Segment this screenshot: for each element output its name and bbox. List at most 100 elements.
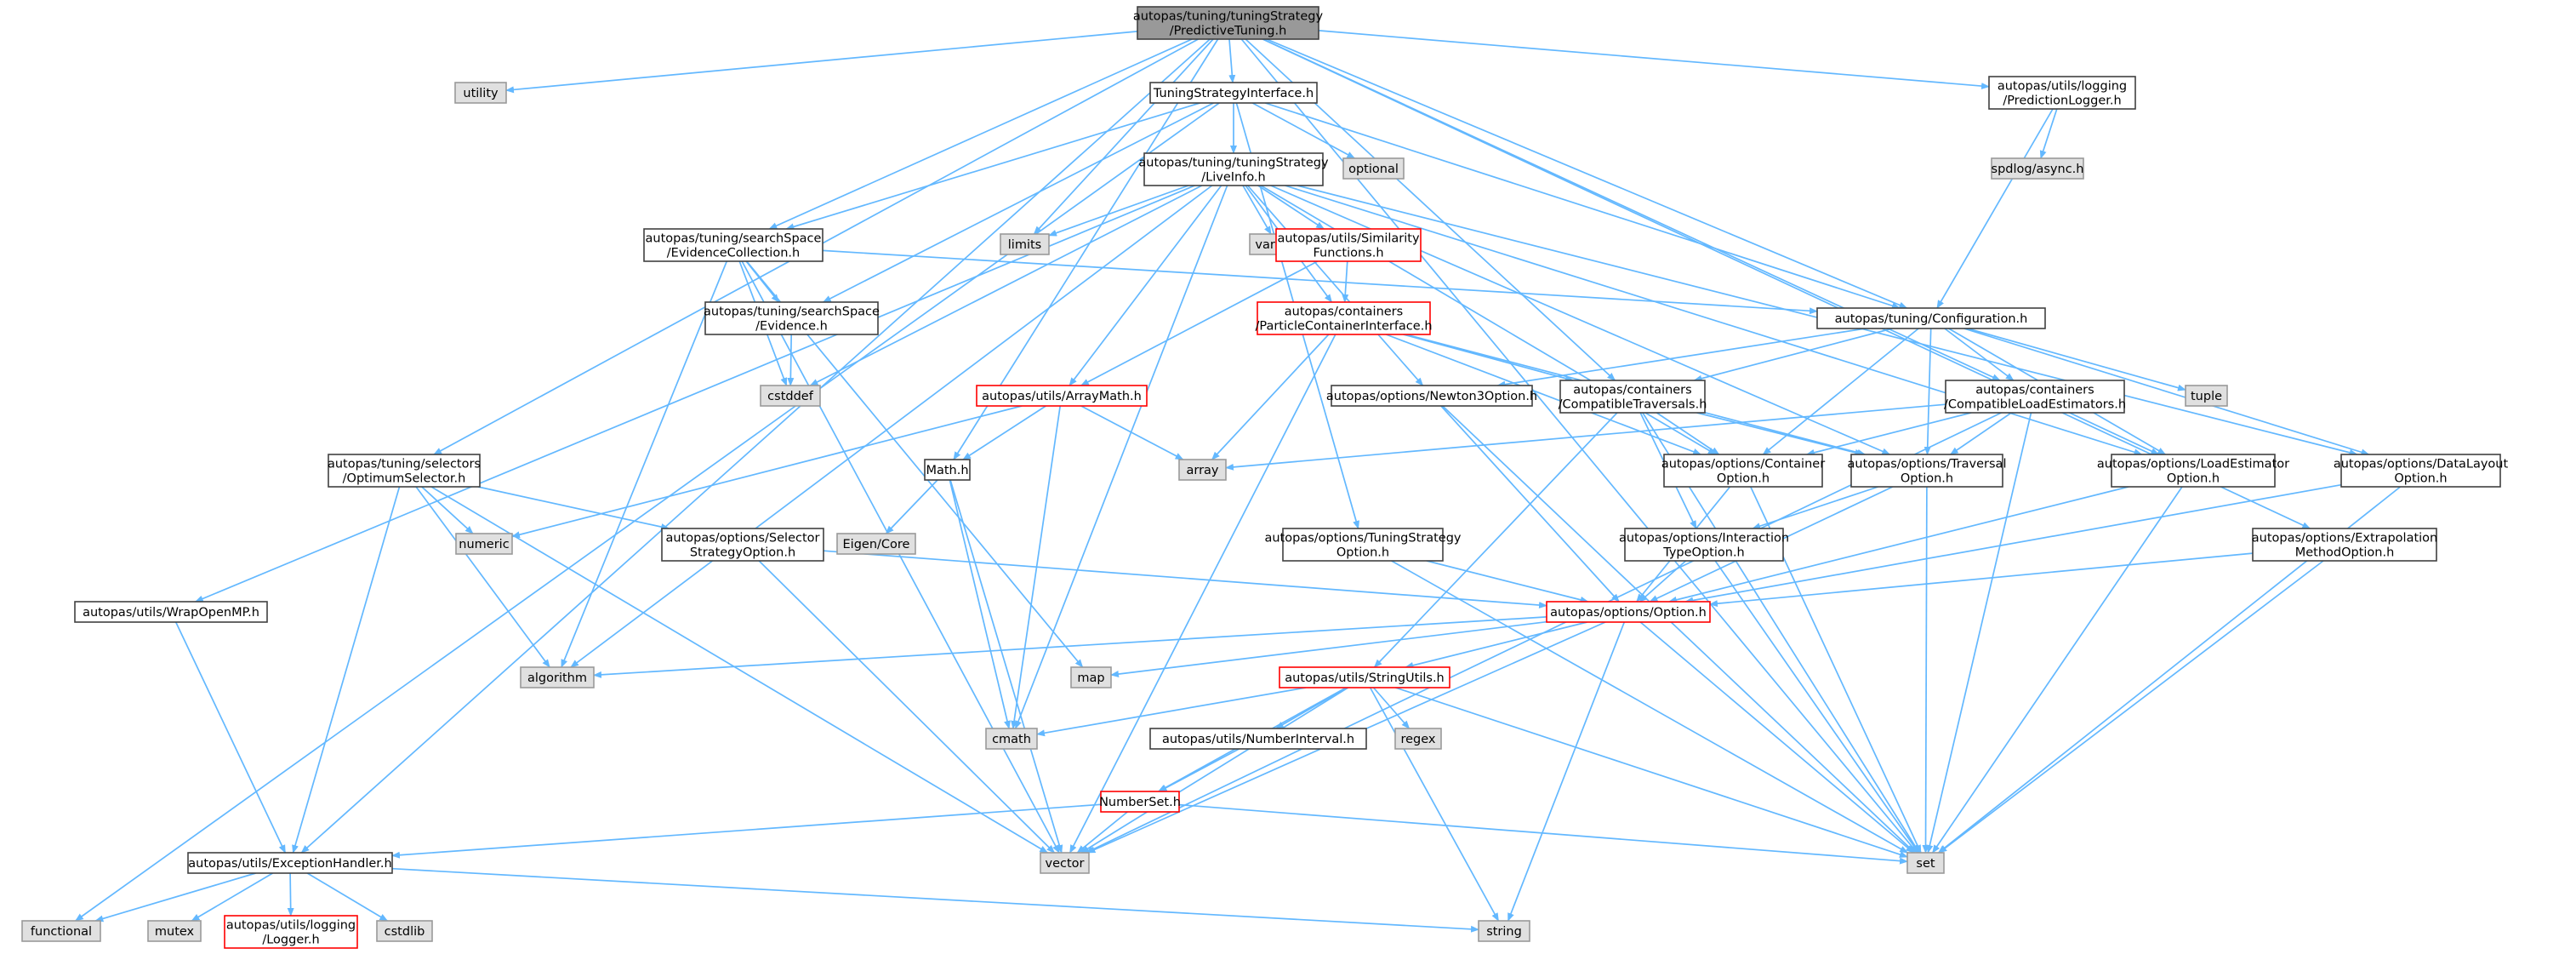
dependency-edge (1426, 560, 1589, 603)
node-newton3[interactable]: autopas/options/Newton3Option.h (1326, 385, 1537, 407)
node-exch[interactable]: autopas/utils/ExceptionHandler.h (187, 852, 393, 874)
node-label: Functions.h (1313, 247, 1383, 260)
node-predlogger[interactable]: autopas/utils/logging/PredictionLogger.h (1988, 76, 2136, 110)
node-evcoll[interactable]: autopas/tuning/searchSpace/EvidenceColle… (643, 228, 824, 262)
dependency-edge (823, 550, 1547, 609)
node-complest[interactable]: autopas/containers/CompatibleLoadEstimat… (1944, 380, 2126, 414)
dependency-edge (511, 405, 1023, 539)
node-label: autopas/tuning/searchSpace (704, 306, 880, 319)
dependency-edge (1949, 412, 2012, 455)
node-wrapomp[interactable]: autopas/utils/WrapOpenMP.h (74, 601, 268, 623)
node-box (1275, 228, 1422, 262)
node-box (187, 852, 393, 874)
node-optsel[interactable]: autopas/tuning/selectors/OptimumSelector… (328, 454, 481, 488)
node-label: utility (463, 87, 499, 100)
dependency-edge (1266, 38, 1908, 309)
node-tsi[interactable]: TuningStrategyInterface.h (1149, 82, 1318, 104)
node-box (1279, 666, 1450, 688)
node-label: autopas/utils/logging (226, 919, 356, 933)
dependency-edge (1262, 38, 2311, 529)
dependency-edge (1684, 483, 2342, 604)
dependency-edge (1178, 803, 1908, 865)
dependency-edge (1693, 328, 1893, 382)
node-label: autopas/options/LoadEstimator (2097, 458, 2289, 471)
dependency-edge (1638, 560, 1687, 603)
dependency-edge (74, 102, 1220, 922)
node-root[interactable]: autopas/tuning/tuningStrategy/Predictive… (1133, 6, 1324, 40)
node-box (376, 920, 433, 942)
dependency-edge (1372, 687, 1411, 729)
node-label: array (1186, 464, 1218, 477)
node-utility: utility (454, 82, 507, 104)
dependency-edge (1014, 185, 1228, 729)
node-string: string (1478, 920, 1530, 942)
dependency-edge (2069, 412, 2160, 455)
node-comptrav[interactable]: autopas/containers/CompatibleTraversals.… (1559, 380, 1707, 414)
node-spdlog: spdlog/async.h (1991, 157, 2084, 180)
node-label: map (1077, 671, 1104, 685)
dependency-edge (1656, 412, 1720, 455)
node-config[interactable]: autopas/tuning/Configuration.h (1816, 307, 2046, 329)
node-evidence[interactable]: autopas/tuning/searchSpace/Evidence.h (704, 301, 880, 335)
dependency-edge (1963, 328, 2370, 456)
node-label: /Evidence.h (755, 320, 828, 334)
dependency-edge (1395, 687, 1908, 858)
dependency-edge (1264, 102, 1901, 310)
node-strutils[interactable]: autopas/utils/StringUtils.h (1279, 666, 1450, 688)
node-label: /PredictiveTuning.h (1170, 25, 1287, 38)
node-label: autopas/containers (1285, 306, 1403, 319)
node-extrap[interactable]: autopas/options/ExtrapolationMethodOptio… (2252, 528, 2438, 562)
dependency-edge (949, 479, 1011, 729)
node-pci[interactable]: autopas/containers/ParticleContainerInte… (1255, 301, 1433, 335)
node-arraymath[interactable]: autopas/utils/ArrayMath.h (976, 385, 1148, 407)
node-numint[interactable]: autopas/utils/NumberInterval.h (1149, 728, 1367, 750)
node-label: Option.h (1901, 472, 1953, 486)
node-liveinfo[interactable]: autopas/tuning/tuningStrategy/LiveInfo.h (1138, 152, 1329, 186)
node-label: autopas/options/Newton3Option.h (1326, 390, 1537, 403)
node-label: autopas/containers (1573, 384, 1691, 397)
node-cmath: cmath (985, 728, 1038, 750)
node-label: autopas/utils/StringUtils.h (1285, 671, 1445, 685)
dependency-edge (1496, 328, 1866, 388)
node-numset[interactable]: NumberSet.h (1099, 791, 1181, 813)
node-label: autopas/options/TuningStrategy (1264, 532, 1461, 546)
node-math[interactable]: Math.h (924, 459, 971, 481)
node-box (1070, 666, 1112, 688)
node-label: autopas/tuning/tuningStrategy (1138, 157, 1329, 170)
node-label: StrategyOption.h (690, 546, 795, 560)
node-box (760, 385, 821, 407)
node-algorithm: algorithm (520, 666, 595, 688)
node-box (520, 666, 595, 688)
node-label: autopas/tuning/selectors (328, 458, 481, 471)
node-box (2340, 454, 2501, 488)
dependency-edge (1069, 334, 1336, 854)
dependency-edge (1405, 621, 1587, 669)
dependency-edge (1926, 412, 2032, 854)
dependency-edge (1805, 412, 1972, 456)
dependency-edge (1033, 38, 1214, 235)
node-box (1991, 157, 2084, 180)
dependency-edge (1080, 687, 1349, 854)
node-box (1850, 454, 2003, 488)
dependency-edge (1246, 185, 1424, 386)
node-box (21, 920, 101, 942)
node-vector: vector (1040, 852, 1090, 874)
dependency-edge (1257, 185, 1325, 230)
node-box (836, 533, 916, 555)
dependency-edge (1036, 687, 1306, 737)
node-box (1478, 920, 1530, 942)
node-box (1342, 157, 1405, 180)
node-box (976, 385, 1148, 407)
node-box (2111, 454, 2276, 488)
node-option[interactable]: autopas/options/Option.h (1546, 601, 1711, 623)
node-logger[interactable]: autopas/utils/logging/Logger.h (224, 915, 358, 949)
node-box (1559, 380, 1706, 414)
